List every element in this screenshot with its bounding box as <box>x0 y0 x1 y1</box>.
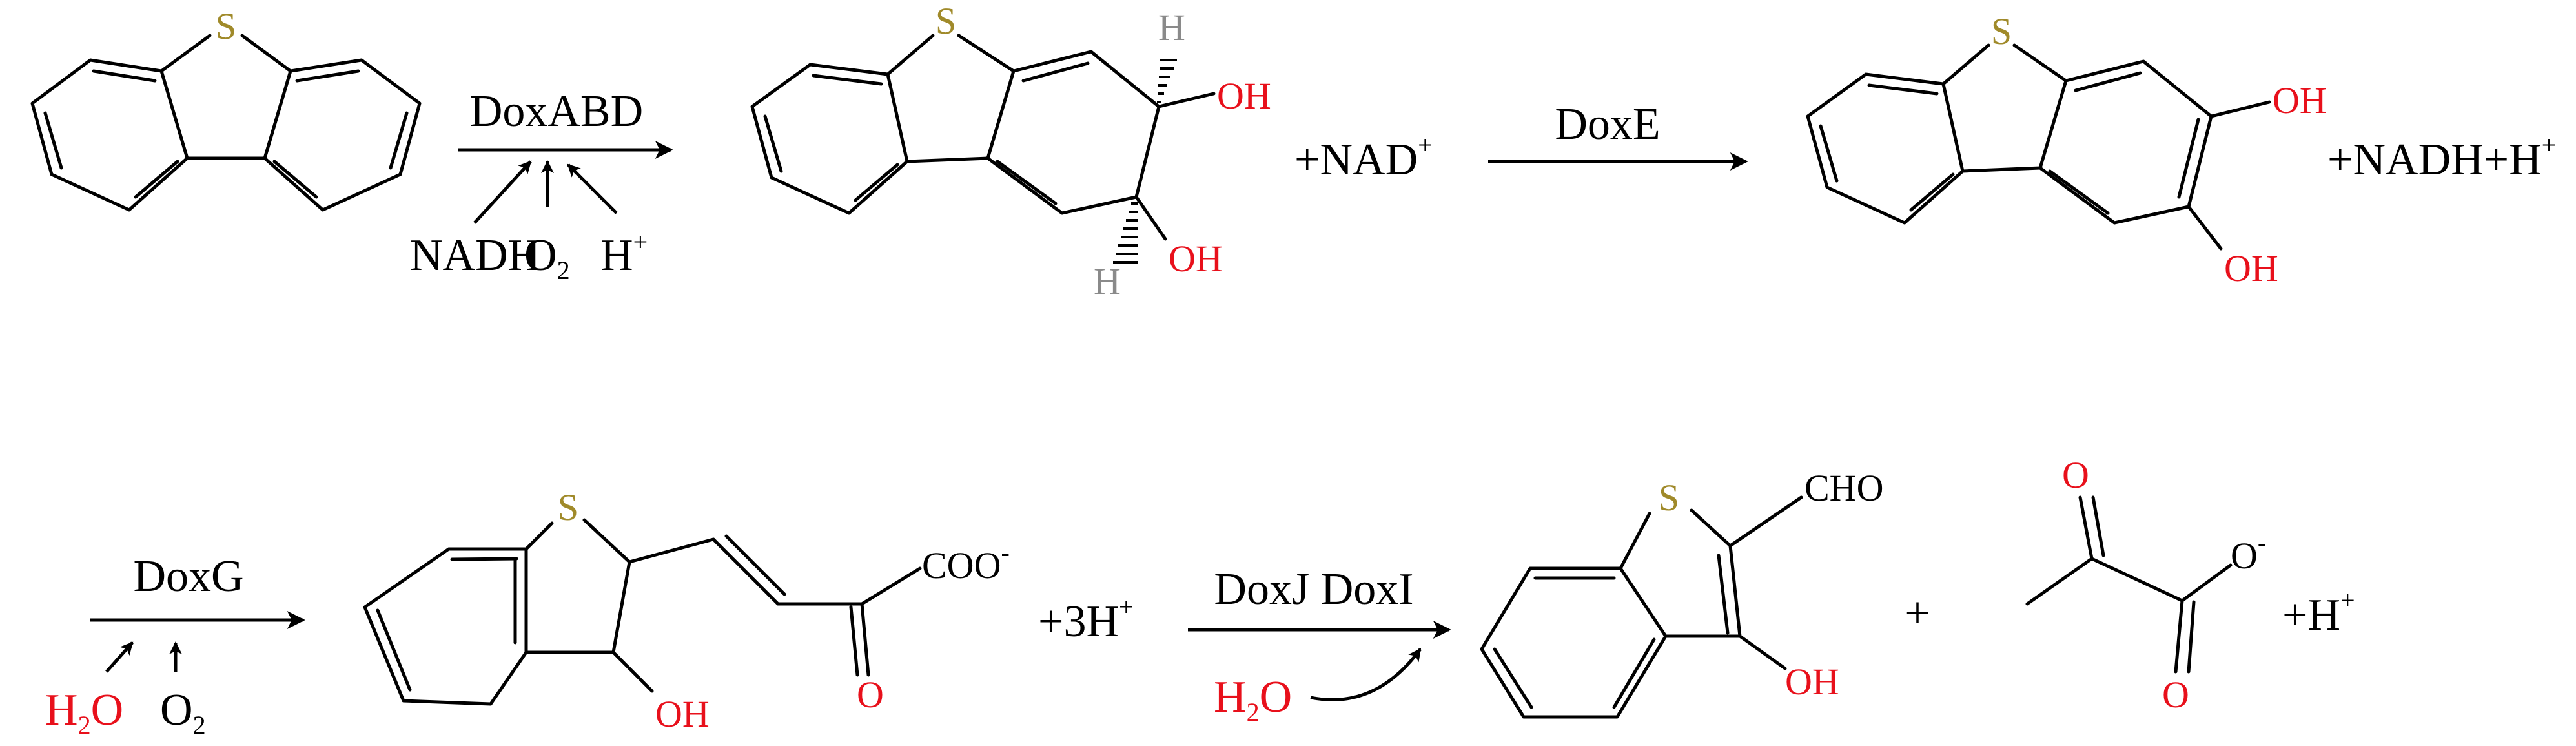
cis-dihydrodiol: S H H OH OH <box>750 0 1271 302</box>
cofactor-water: H2O <box>45 685 123 740</box>
sulfur-atom-label: S <box>1659 477 1679 519</box>
reaction-arrow-1: DoxABD NADH O2 H+ <box>410 87 673 285</box>
hydroxyl-label: OH <box>655 693 710 735</box>
byproduct-h-plus: +H+ <box>2282 586 2355 640</box>
cofactor-o2: O2 <box>160 685 206 740</box>
reaction-arrow-4: DoxJ DoxI H2O <box>1188 565 1451 727</box>
hydrogen-label-top: H <box>1158 6 1185 48</box>
aldehyde-label: CHO <box>1804 467 1883 509</box>
sulfur-atom-label: S <box>935 0 956 42</box>
reaction-arrow-2: DoxE <box>1488 99 1748 171</box>
byproduct-nad-plus: +NAD+ <box>1294 130 1433 185</box>
cofactor-water: H2O <box>1214 672 1292 727</box>
enzyme-label-doxe: DoxE <box>1555 99 1660 149</box>
carboxylate-oxygen-label: O- <box>2231 528 2266 577</box>
hydroxyl-label-top: OH <box>2273 79 2327 121</box>
hydroxy-dihydrobenzothiophene-oxobutenoate: S OH O COO- <box>363 486 1010 735</box>
reaction-arrow-3: DoxG H2O O2 <box>45 552 305 740</box>
carbonyl-oxygen-label: O <box>2162 674 2189 716</box>
pyruvate: O O O- <box>2025 454 2266 716</box>
cofactor-nadh: NADH <box>410 231 540 280</box>
plus-sign: + <box>1905 588 1930 638</box>
hydrogen-label-bottom: H <box>1094 260 1121 302</box>
hydroxyl-label-bottom: OH <box>1169 238 1223 280</box>
enzyme-label-doxj-doxi: DoxJ DoxI <box>1214 565 1413 614</box>
dihydroxy-dibenzothiophene: S OH OH <box>1806 10 2327 289</box>
carboxylate-label: COO- <box>922 538 1010 586</box>
ketone-oxygen-label: O <box>857 674 884 716</box>
sulfur-atom-label: S <box>558 486 578 528</box>
sulfur-atom-label: S <box>1991 10 2012 52</box>
sulfur-atom-label: S <box>216 5 236 47</box>
byproduct-3h-plus: +3H+ <box>1038 592 1134 647</box>
byproduct-nadh-h-plus: +NADH+H+ <box>2327 130 2556 185</box>
cofactor-h-plus: H+ <box>600 227 648 280</box>
hydroxyl-label-bottom: OH <box>2224 247 2278 289</box>
enzyme-label-doxabd: DoxABD <box>470 87 643 136</box>
enzyme-label-doxg: DoxG <box>133 552 243 601</box>
cofactor-o2: O2 <box>524 231 570 285</box>
dibenzothiophene: S <box>30 5 422 212</box>
hydroxyl-label: OH <box>1785 661 1839 703</box>
hydroxyl-label-top: OH <box>1217 75 1271 117</box>
ketone-oxygen-label: O <box>2062 454 2089 496</box>
hydroxybenzothiophene-carbaldehyde: S CHO OH <box>1480 467 1883 719</box>
